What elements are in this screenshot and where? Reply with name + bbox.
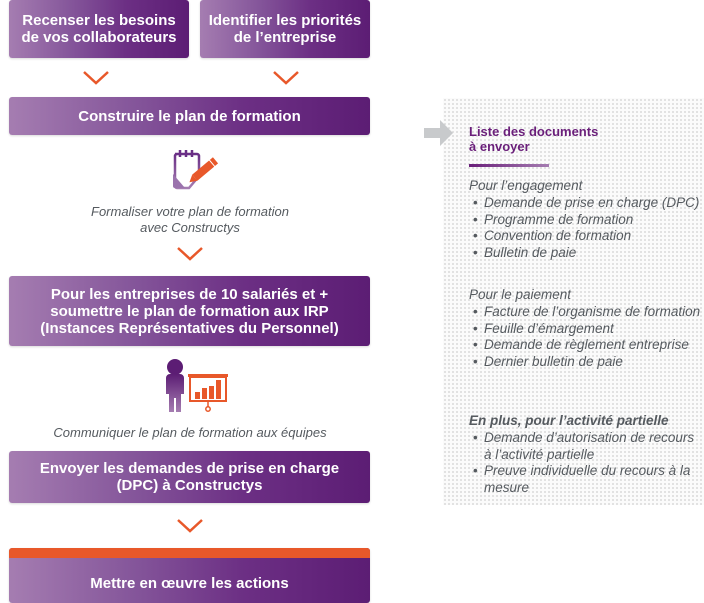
presenter-chart-icon (166, 359, 228, 412)
step-label: Envoyer les demandes de prise en charge … (39, 460, 340, 494)
step-envoyer-dpc: Envoyer les demandes de prise en charge … (9, 451, 370, 503)
chevron-down-icon (177, 247, 203, 261)
section-engagement: Pour l’engagement •Demande de prise en c… (469, 178, 701, 262)
list-item: •Dernier bulletin de paie (473, 354, 623, 370)
arrow-right-icon (424, 120, 453, 146)
list-item: •Demande de prise en charge (DPC) (473, 194, 700, 210)
list-item: •Preuve individuelle du recours à la mes… (473, 463, 691, 496)
orange-bar (9, 548, 370, 558)
step-label: Construire le plan de formation (78, 107, 301, 125)
chevron-down-icon (273, 71, 299, 85)
list-item: •Demande de règlement entreprise (473, 337, 689, 353)
list-item: •Feuille d’émargement (473, 320, 614, 336)
list-item: •Demande d’autorisation de recours à l’a… (473, 429, 695, 462)
section-heading: Pour le paiement (469, 287, 572, 302)
step-mettre-en-oeuvre: Mettre en œuvre les actions (9, 548, 370, 603)
step-label: Recenser les besoins de vos collaborateu… (21, 12, 177, 46)
step-identifier-priorites: Identifier les priorités de l’entreprise (200, 0, 370, 58)
step-recenser-besoins: Recenser les besoins de vos collaborateu… (9, 0, 189, 58)
section-paiement: Pour le paiement •Facture de l’organisme… (469, 287, 701, 371)
list-item: •Bulletin de paie (473, 245, 577, 261)
section-heading: Pour l’engagement (469, 178, 583, 193)
title-underline (469, 164, 549, 167)
documents-panel (443, 98, 704, 505)
step-label: Pour les entreprises de 10 salariés et +… (40, 285, 339, 337)
chevron-down-icon (177, 519, 203, 533)
section-activite-partielle: En plus, pour l’activité partielle •Dema… (469, 413, 701, 497)
step-construire-plan: Construire le plan de formation (9, 97, 370, 135)
notepad-pencil-icon (173, 150, 219, 190)
step-soumettre-irp: Pour les entreprises de 10 salariés et +… (9, 276, 370, 346)
chevron-down-icon (83, 71, 109, 85)
caption-formaliser-plan: Formaliser votre plan de formation avec … (91, 204, 289, 235)
list-item: •Programme de formation (473, 211, 634, 227)
step-label: Mettre en œuvre les actions (90, 575, 289, 592)
section-heading: En plus, pour l’activité partielle (469, 413, 669, 428)
panel-title: Liste des documents à envoyer (469, 124, 599, 154)
caption-communiquer-plan: Communiquer le plan de formation aux équ… (53, 425, 327, 440)
list-item: •Convention de formation (473, 228, 632, 244)
step-label: Identifier les priorités de l’entreprise (208, 12, 362, 46)
list-item: •Facture de l’organisme de formation (473, 303, 701, 319)
